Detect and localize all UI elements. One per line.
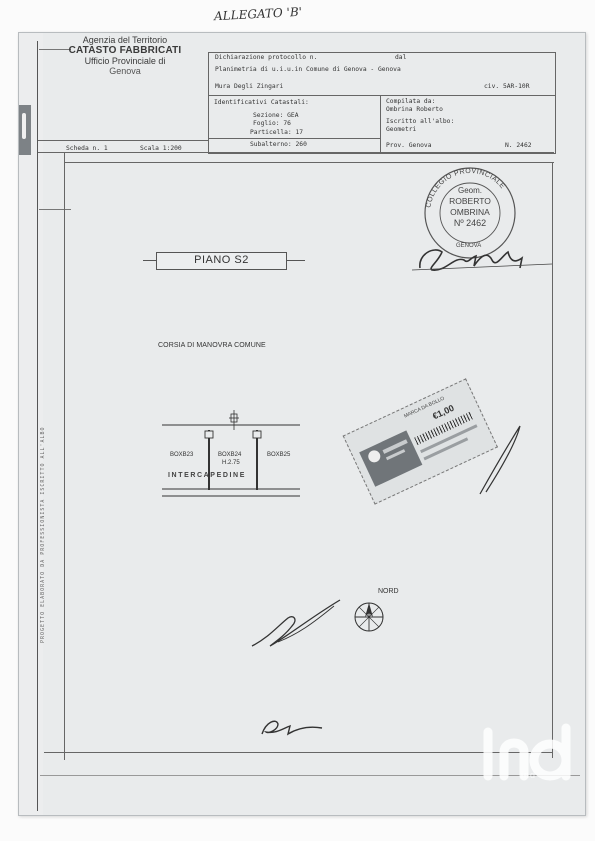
left-margin-band (19, 33, 43, 815)
subalterno-field: Subalterno: 260 (250, 141, 307, 148)
stamp-line2: ROBERTO (449, 196, 491, 206)
stamp-ring-bottom: GENOVA (456, 243, 481, 249)
foglio-field: Foglio: 76 (253, 120, 291, 127)
particella-field: Particella: 17 (250, 129, 304, 136)
stamp-line3: OMBRINA (450, 207, 490, 217)
sezione-field: Sezione: GEA (253, 112, 299, 119)
box-label-b25: BOXB25 (267, 452, 291, 458)
registration-number: N. 2462 (505, 142, 532, 149)
box-height: H.2.75 (222, 460, 240, 466)
date-label: dal (395, 54, 407, 61)
agency-office: Ufficio Provinciale di (84, 56, 166, 66)
professional-stamp: COLLEGIO PROVINCIALE Geom. ROBERTO OMBRI… (424, 167, 516, 259)
box-label-b23: BOXB23 (170, 452, 194, 458)
plan-title-box: PIANO S2 (156, 252, 287, 270)
scale-text: Scala 1:200 (140, 145, 182, 152)
margin-vertical-text: PROGETTO ELABORATO DA PROFESSIONISTA ISC… (40, 426, 46, 643)
signature-initials (261, 720, 323, 736)
corridor-label: CORSIA DI MANOVRA COMUNE (158, 342, 266, 349)
header-identifiers-box (208, 95, 556, 154)
signature-top (412, 249, 553, 271)
civic-number: civ. 5AR-10R (484, 83, 530, 90)
north-arrow-icon (354, 602, 384, 632)
scheda-number: Scheda n. 1 (66, 145, 108, 152)
signature-stroke (479, 425, 521, 495)
agency-department: CATASTO FABBRICATI (68, 45, 182, 56)
annotation-handwritten: ALLEGATO 'B' (213, 4, 303, 24)
planimetry-line: Planimetria di u.i.u.in Comune di Genova… (215, 66, 401, 73)
compiled-name: Ombrina Roberto (386, 106, 443, 113)
register-label: Iscritto all'albo: (386, 118, 455, 125)
address-text: Mura Degli Zingari (215, 83, 284, 90)
stamp-line4: Nº 2462 (454, 218, 486, 228)
register-value: Geometri (386, 126, 417, 133)
box-label-b24: BOXB24 (218, 452, 242, 458)
province-field: Prov. Genova (386, 142, 432, 149)
brand-watermark-text: ind (482, 725, 484, 727)
agency-city: Genova (109, 66, 141, 76)
agency-block: Agenzia del Territorio CATASTO FABBRICAT… (50, 35, 200, 76)
protocol-label: Dichiarazione protocollo n. (215, 54, 318, 61)
intercapedine-label: INTERCAPEDINE (168, 472, 246, 479)
brand-watermark-logo: ind (482, 723, 571, 781)
floor-plan (162, 410, 300, 497)
plan-title: PIANO S2 (194, 254, 249, 266)
signature-plan (251, 599, 341, 647)
agency-name: Agenzia del Territorio (82, 35, 168, 45)
compiled-label: Compilata da: (386, 98, 436, 105)
brand-watermark-sub: ind (521, 770, 537, 780)
stamp-line1: Geom. (458, 186, 482, 195)
identifiers-title: Identificativi Catastali: (214, 99, 309, 106)
north-label: NORD (378, 588, 399, 595)
